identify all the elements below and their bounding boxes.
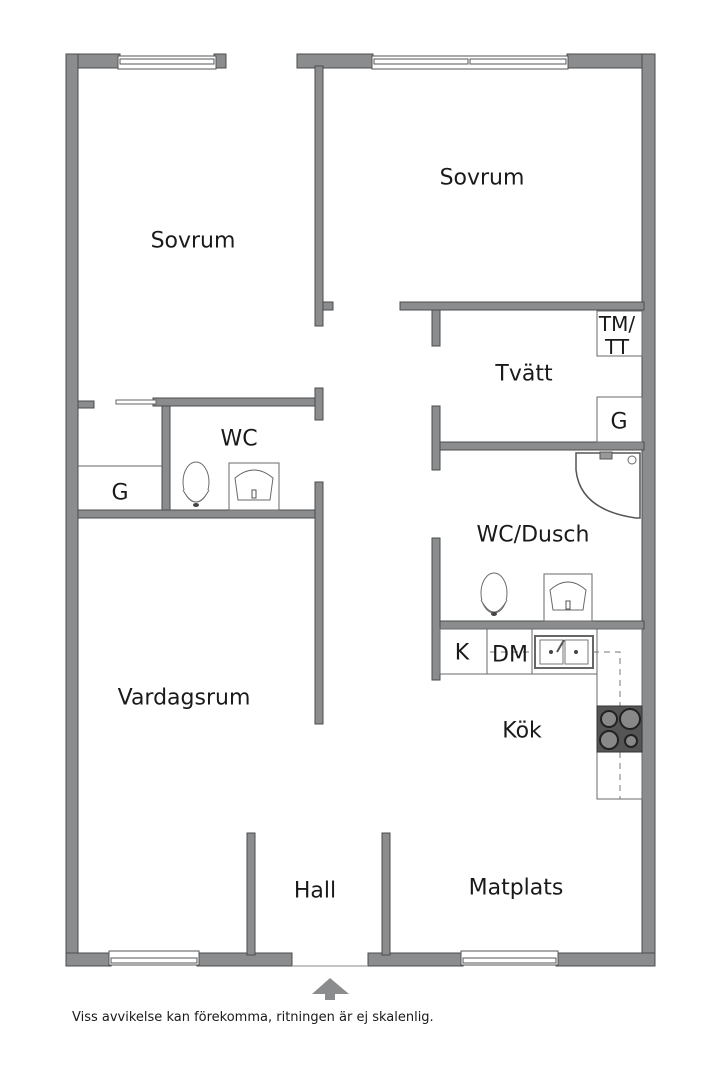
sink-icon [228,462,280,511]
sink-icon-2 [543,573,593,622]
washer-dryer-box [596,310,643,357]
interior-walls [77,65,645,956]
dashed-line [490,651,621,799]
room-label-sovrum-right: Sovrum [439,165,525,191]
room-label-matplats: Matplats [468,875,564,901]
label-k: K [454,640,470,666]
label-tt: TT [604,335,630,359]
toilet-icon [182,461,210,507]
stove-icon [596,705,643,753]
room-label-kok: Kök [502,718,542,744]
room-label-wc-dusch: WC/Dusch [476,522,590,548]
double-sink-icon [534,635,594,669]
room-label-vardagsrum: Vardagsrum [117,685,251,711]
windows [108,55,569,967]
room-label-tvatt: Tvätt [495,361,553,387]
disclaimer-text: Viss avvikelse kan förekomma, ritningen … [72,1010,434,1025]
label-g-closet: G [111,480,129,506]
room-label-hall: Hall [293,878,337,904]
entrance-arrow-icon [312,978,349,1000]
label-g-tvatt: G [610,409,628,435]
label-tm: TM/ [598,312,636,336]
closet-box-tvatt [596,396,643,443]
room-label-wc: WC [220,426,258,452]
label-dm: DM [492,642,528,668]
toilet-icon-2 [480,572,508,616]
sliding-door [115,399,157,405]
shower-icon [575,451,641,519]
room-label-sovrum-left: Sovrum [150,228,236,254]
